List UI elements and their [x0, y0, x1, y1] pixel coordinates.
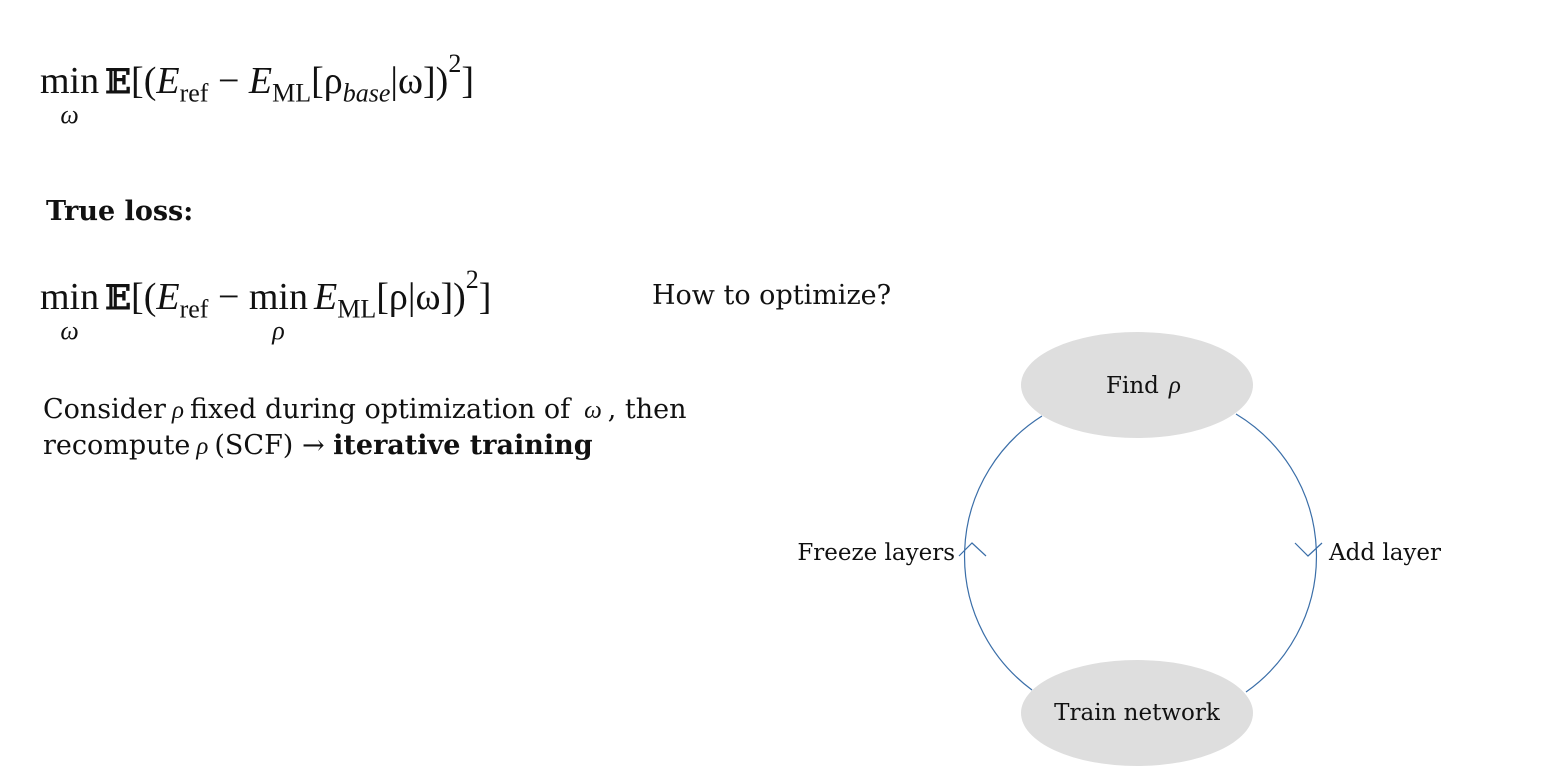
node-find-rho	[1021, 332, 1253, 438]
add-layer-label: Add layer	[1328, 540, 1441, 566]
expectation-symbol: 𝔼	[105, 62, 132, 102]
node-train-network	[1021, 660, 1253, 766]
expectation-symbol: 𝔼	[105, 278, 132, 318]
arrowhead-down-icon	[1294, 542, 1323, 557]
freeze-layers-label: Freeze layers	[797, 540, 955, 566]
arrowhead-up-icon	[958, 542, 987, 557]
node-train-label: Train network	[1054, 700, 1221, 726]
true-loss-heading: True loss:	[46, 196, 194, 227]
edge-freeze-layers	[963, 415, 1043, 691]
edge-add-layer	[1235, 413, 1318, 693]
how-to-optimize-text: How to optimize?	[652, 280, 892, 311]
